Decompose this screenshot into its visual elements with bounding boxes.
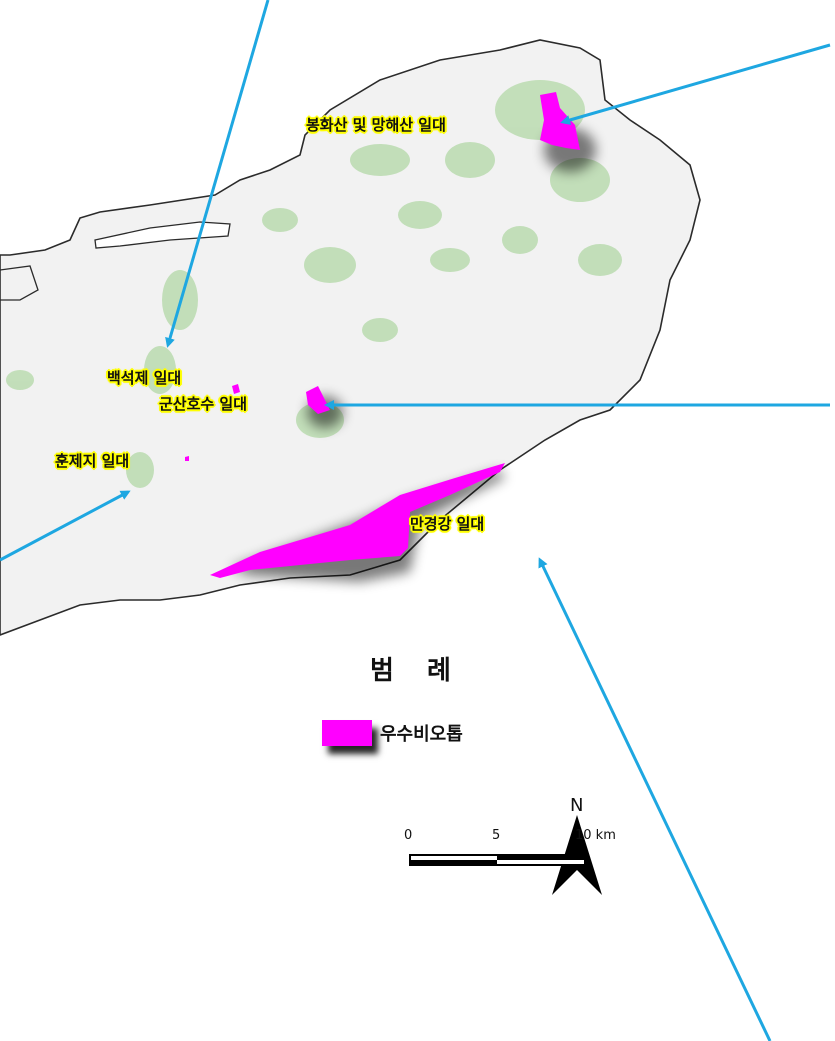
coastline-jetty bbox=[94, 221, 231, 249]
scale-tick-0: 0 bbox=[404, 828, 413, 843]
coastline-west bbox=[0, 265, 39, 301]
biotope-mangyeong bbox=[210, 463, 505, 578]
scale-tick-10: 10 km bbox=[575, 828, 616, 843]
legend-swatch bbox=[322, 720, 372, 746]
biotope-areas bbox=[185, 92, 580, 578]
label-gunsan-lake: 군산호수 일대 bbox=[159, 395, 248, 413]
legend-item-label: 우수비오톱 bbox=[380, 724, 463, 745]
legend-title: 범 례 bbox=[370, 656, 463, 686]
biotope-hunje bbox=[185, 456, 189, 461]
arrow-mangyeong bbox=[538, 557, 772, 1041]
arrow-baekseok bbox=[165, 0, 270, 348]
label-bonghwa: 봉화산 및 망해산 일대 bbox=[306, 116, 446, 134]
label-hunje: 훈제지 일대 bbox=[55, 452, 130, 470]
arrow-hunje bbox=[0, 490, 131, 562]
biotope-bonghwa bbox=[540, 92, 580, 150]
biotope-baekseok bbox=[232, 384, 240, 394]
arrow-bonghwa bbox=[560, 43, 831, 125]
scale-tick-5: 5 bbox=[492, 828, 501, 843]
north-label: N bbox=[570, 795, 584, 816]
land-area bbox=[0, 39, 701, 636]
scale-bar bbox=[409, 854, 586, 866]
label-baekseok: 백석제 일대 bbox=[107, 369, 182, 387]
label-mangyeong: 만경강 일대 bbox=[410, 515, 485, 533]
